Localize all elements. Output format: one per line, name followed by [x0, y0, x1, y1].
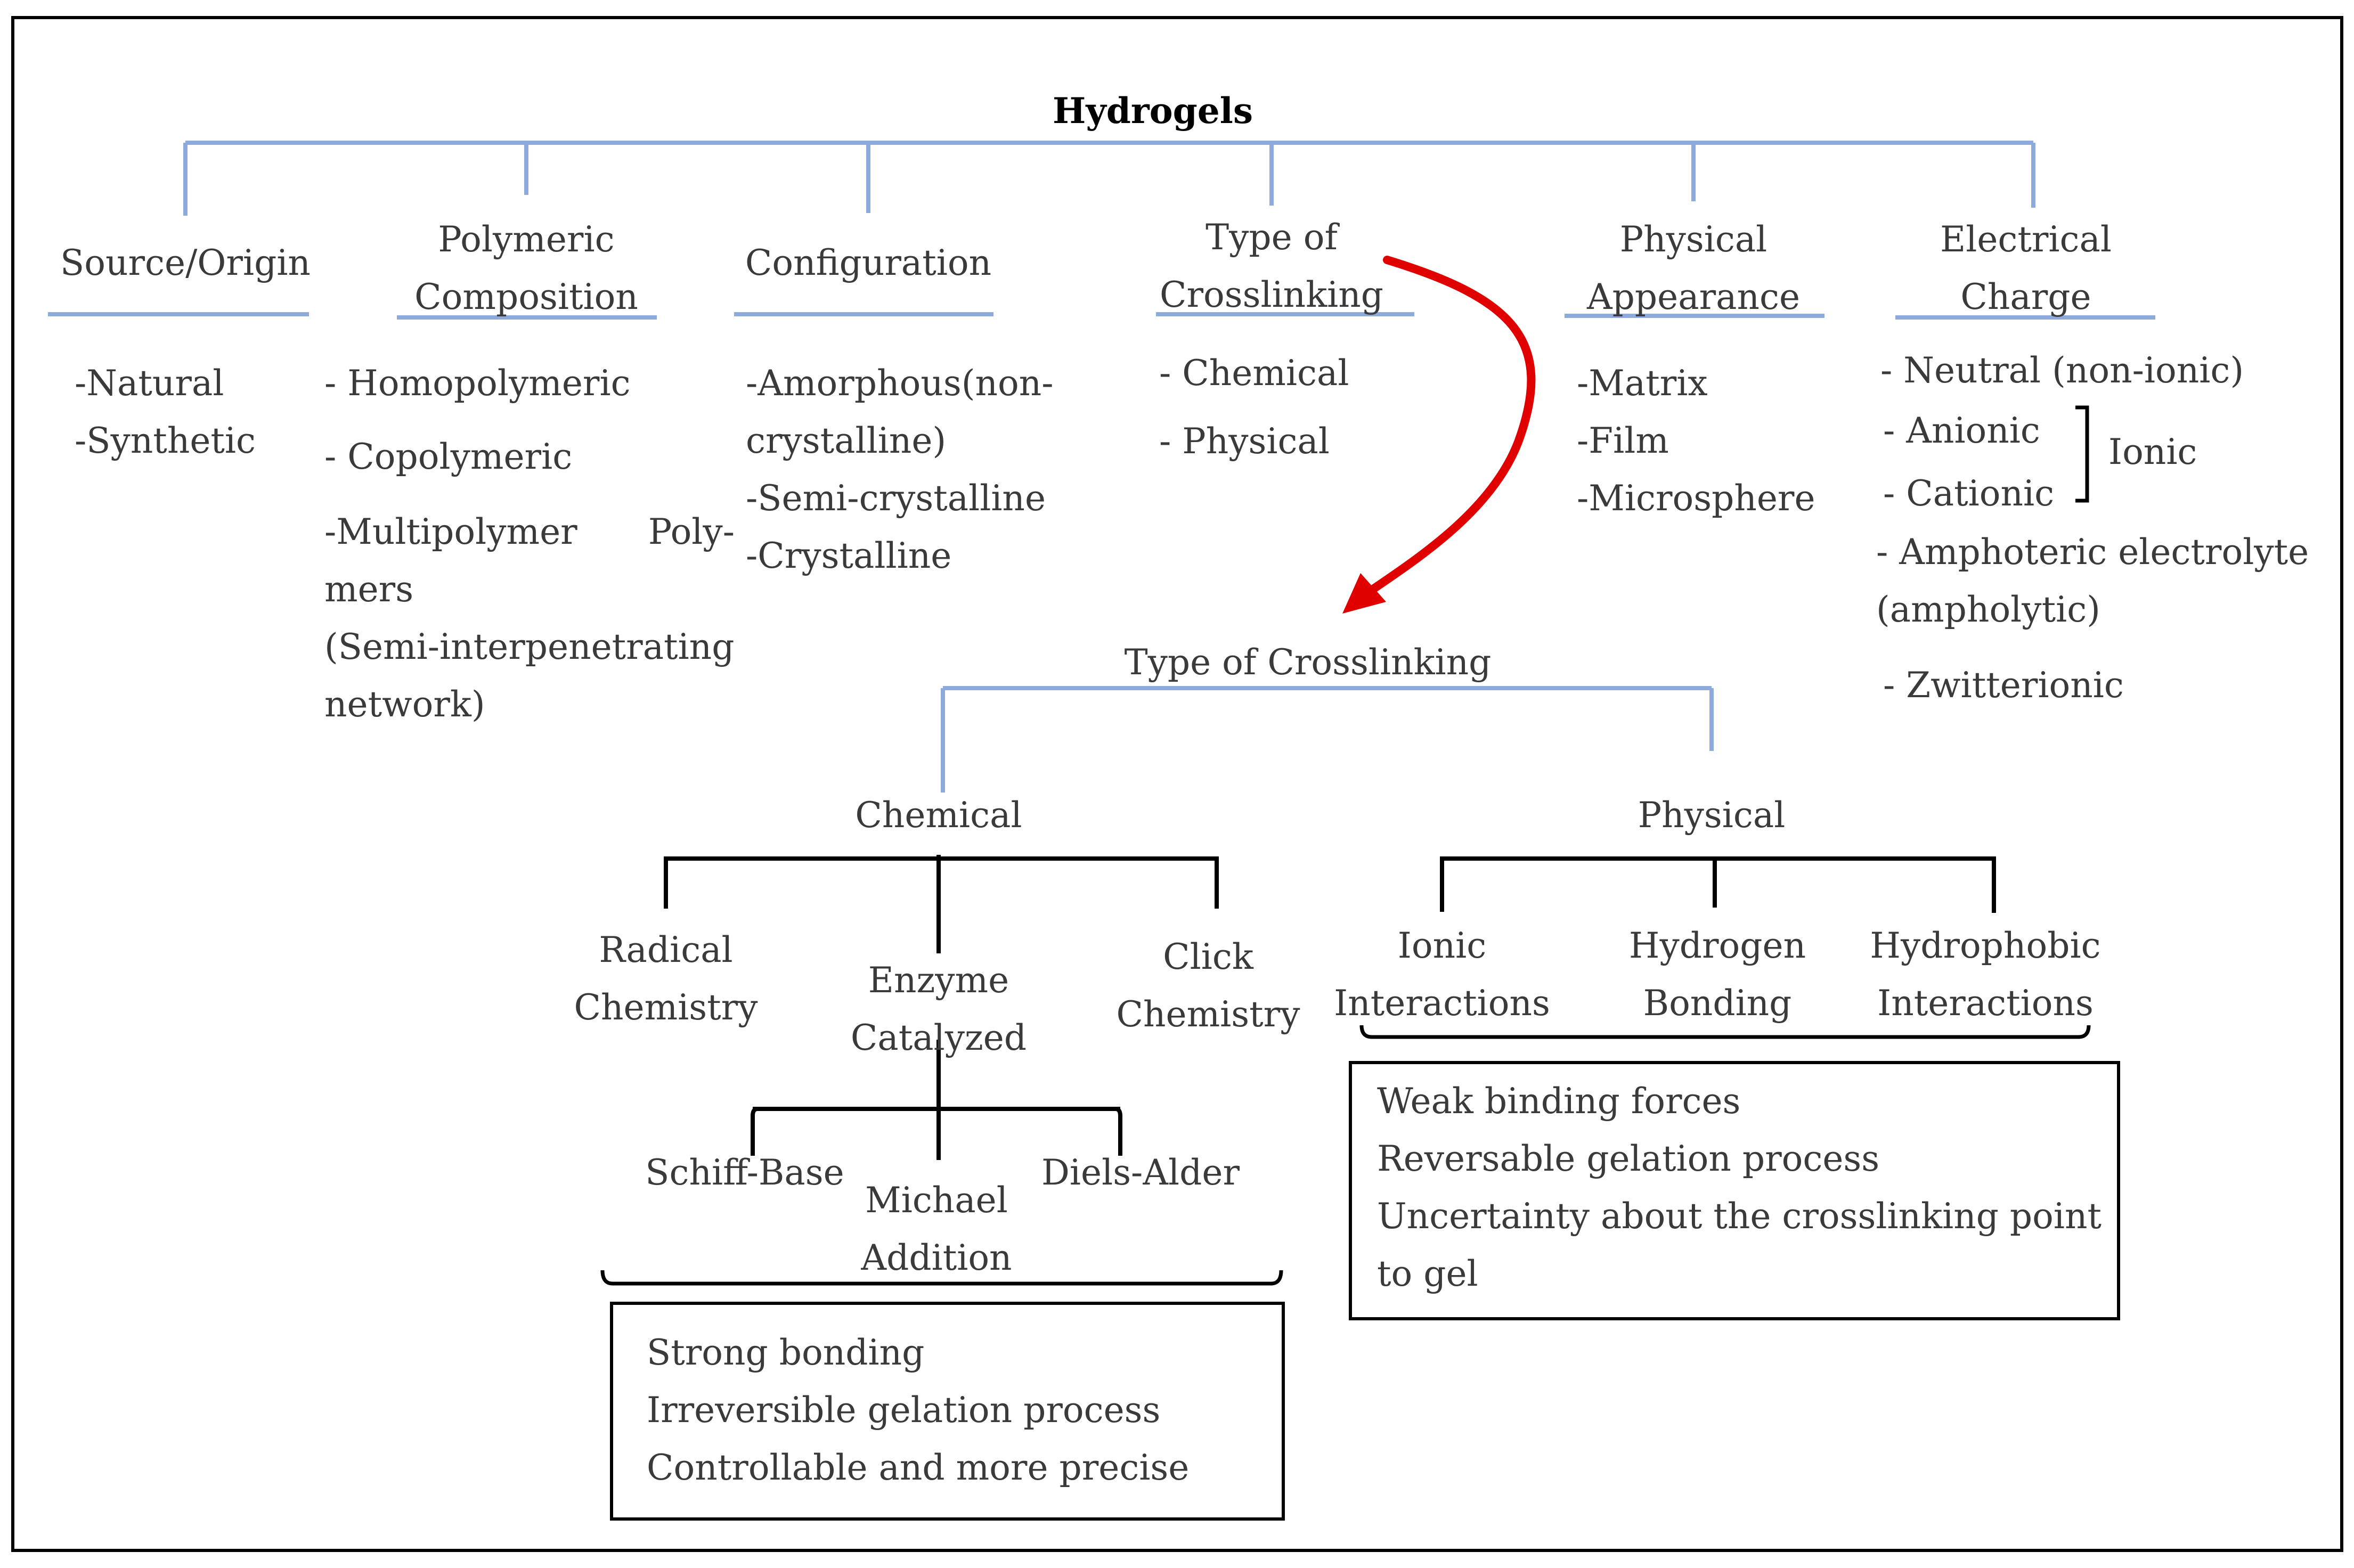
property-line: to gel: [1377, 1253, 1478, 1294]
list-item: mers: [324, 569, 414, 610]
list-item: -Synthetic: [75, 420, 256, 461]
list-item: -Crystalline: [746, 535, 952, 576]
heading-underlines: [48, 312, 2155, 320]
chemical-bracket: [600, 1270, 1283, 1286]
method-line: Hydrophobic: [1870, 925, 2101, 966]
list-source-origin: -Natural -Synthetic: [75, 355, 256, 470]
list-item: -Natural: [75, 363, 224, 404]
reaction-schiff-base: Schiff-Base: [645, 1152, 844, 1193]
outer-frame: [11, 16, 2343, 1552]
method-line: Click: [1163, 936, 1253, 977]
heading-line: Composition: [414, 276, 638, 317]
list-item: - Cationic: [1883, 473, 2055, 514]
heading-physical-appearance: Physical Appearance: [1587, 211, 1800, 326]
property-line: Controllable and more precise: [647, 1447, 1190, 1488]
property-line: Irreversible gelation process: [647, 1390, 1161, 1431]
heading-configuration: Configuration: [745, 242, 992, 283]
method-line: Catalyzed: [850, 1017, 1027, 1058]
property-line: Reversable gelation process: [1377, 1138, 1880, 1179]
list-item: - Anionic: [1883, 410, 2040, 451]
list-item: -Film: [1577, 420, 1669, 461]
heading-line: Appearance: [1587, 276, 1800, 317]
list-item: -Matrix: [1577, 363, 1708, 404]
heading-line: Charge: [1960, 276, 2091, 317]
heading-line: Electrical: [1940, 219, 2112, 260]
reaction-line: Michael: [865, 1180, 1008, 1221]
chemical-label: Chemical: [855, 795, 1022, 836]
list-item: (ampholytic): [1876, 589, 2100, 630]
method-click-chemistry: Click Chemistry: [1117, 928, 1300, 1043]
crosslinking-arrow: [1359, 256, 1536, 600]
method-line: Hydrogen: [1628, 925, 1806, 966]
crosslinking-arrowhead: [1342, 573, 1386, 614]
list-item: - Physical: [1159, 421, 1330, 462]
method-line: Interactions: [1334, 983, 1550, 1024]
root-title: Hydrogels: [1052, 90, 1253, 132]
list-item: - Zwitterionic: [1883, 665, 2124, 706]
heading-line: Physical: [1619, 219, 1767, 260]
property-line: Weak binding forces: [1377, 1081, 1741, 1122]
list-item: -Microsphere: [1577, 478, 1815, 519]
chemical-properties-box: [610, 1302, 1285, 1521]
physical-properties-box: [1349, 1061, 2120, 1320]
physical-connector: [1440, 856, 1996, 913]
list-item: crystalline): [746, 420, 947, 461]
method-hydrophobic-interactions: Hydrophobic Interactions: [1870, 917, 2100, 1032]
property-line: Uncertainty about the crosslinking point: [1377, 1196, 2102, 1237]
heading-polymeric-composition: Polymeric Composition: [414, 211, 638, 326]
top-tree-connector: [183, 141, 2035, 216]
heading-electrical-charge: Electrical Charge: [1940, 211, 2112, 326]
property-line: Strong bonding: [647, 1332, 925, 1373]
method-line: Bonding: [1643, 983, 1792, 1024]
list-physical-appearance: -Matrix -Film -Microsphere: [1577, 355, 1815, 527]
chemical-properties-text: Strong bonding Irreversible gelation pro…: [647, 1324, 1189, 1497]
list-item: (Semi-interpenetrating: [324, 626, 735, 667]
list-item: - Chemical: [1159, 353, 1349, 394]
crosslinking-title: Type of Crosslinking: [1124, 642, 1492, 683]
list-item: -Semi-crystalline: [746, 478, 1046, 519]
reaction-michael-addition: Michael Addition: [861, 1172, 1012, 1287]
chemical-connector: [664, 855, 1219, 1160]
heading-line: Polymeric: [438, 219, 615, 260]
physical-properties-text: Weak binding forces Reversable gelation …: [1377, 1073, 2102, 1303]
crosslinking-connector: [941, 686, 1714, 793]
heading-source-origin: Source/Origin: [60, 242, 311, 283]
method-line: Chemistry: [1116, 994, 1300, 1035]
method-line: Enzyme: [868, 960, 1009, 1001]
method-line: Ionic: [1397, 925, 1487, 966]
reaction-diels-alder: Diels-Alder: [1041, 1152, 1240, 1193]
list-item: - Amphoteric electrolyte: [1876, 532, 2309, 573]
method-line: Radical: [599, 929, 733, 970]
heading-line: Type of: [1205, 217, 1338, 258]
method-line: Interactions: [1877, 983, 2094, 1024]
list-item: network): [324, 684, 485, 725]
list-item: - Copolymeric: [324, 436, 573, 477]
method-hydrogen-bonding: Hydrogen Bonding: [1629, 917, 1806, 1032]
physical-bracket: [1359, 1025, 2091, 1039]
list-item: -Amorphous(non-: [746, 363, 1054, 404]
heading-type-of-crosslinking: Type of Crosslinking: [1160, 209, 1383, 324]
method-ionic-interactions: Ionic Interactions: [1334, 917, 1550, 1032]
list-configuration: -Amorphous(non- crystalline) -Semi-cryst…: [746, 355, 1054, 585]
method-radical-chemistry: Radical Chemistry: [574, 921, 758, 1036]
list-item: -Multipolymer Poly-: [324, 511, 735, 552]
ionic-bracket: [2075, 405, 2089, 503]
physical-label: Physical: [1638, 795, 1786, 836]
reaction-line: Addition: [861, 1237, 1012, 1278]
heading-line: Crosslinking: [1159, 274, 1384, 315]
method-enzyme-catalyzed: Enzyme Catalyzed: [851, 952, 1027, 1067]
list-item: - Homopolymeric: [324, 363, 631, 404]
ionic-label: Ionic: [2108, 431, 2197, 472]
method-line: Chemistry: [574, 987, 758, 1028]
list-item: - Neutral (non-ionic): [1880, 350, 2244, 391]
